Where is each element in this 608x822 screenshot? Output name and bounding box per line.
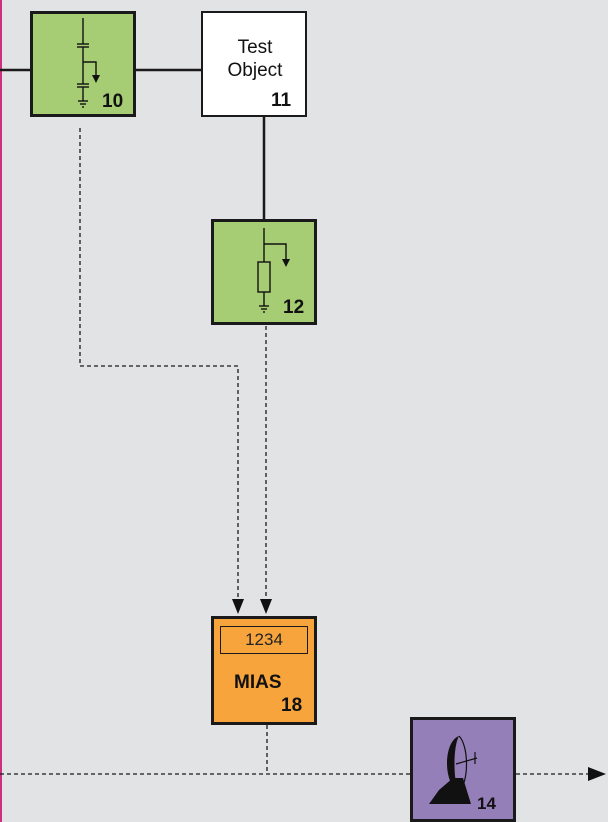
block-14-number: 14 (477, 794, 496, 813)
test-object-label-line1: Test (237, 37, 273, 58)
block-12-number: 12 (283, 297, 305, 318)
test-object-label-line2: Object (227, 60, 283, 81)
mias-number: 18 (281, 695, 303, 716)
arrowhead-output (588, 767, 606, 781)
resistor-symbol-icon (257, 228, 290, 313)
antenna-dish-icon (429, 735, 478, 804)
signal-line-block-10-to-mias (79, 128, 239, 605)
block-12-measuring-impedance: 12 (211, 219, 317, 325)
test-object-number: 11 (271, 90, 292, 111)
mias-label: MIAS (234, 672, 282, 693)
block-10-number: 10 (102, 91, 124, 112)
capacitor-symbol-icon (77, 18, 100, 108)
mias-display: 1234 (220, 626, 308, 654)
mias-block: 1234 MIAS 18 (211, 616, 317, 725)
arrowhead-mias-left (232, 599, 244, 614)
block-14-antenna: 14 (410, 717, 516, 822)
test-object-block: Test Object 11 (201, 11, 307, 117)
arrowhead-mias-right (260, 599, 272, 614)
block-10-coupling-capacitor: 10 (30, 11, 136, 117)
